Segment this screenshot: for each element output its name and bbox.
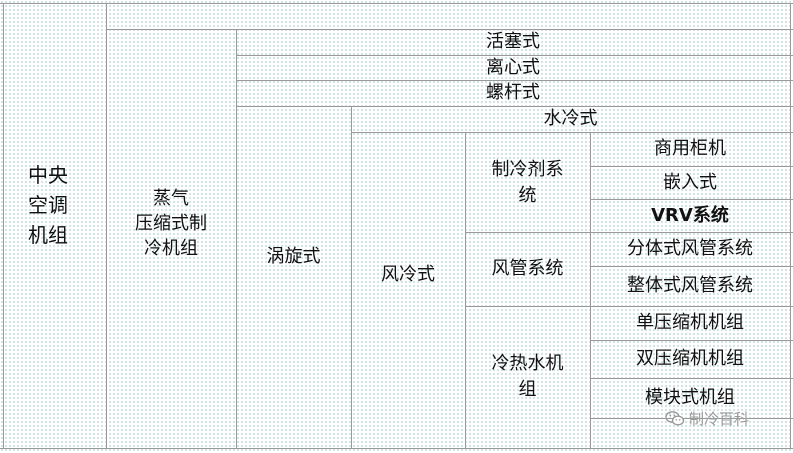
cooling-water: 水冷式 <box>543 108 598 129</box>
table-rule <box>465 306 793 307</box>
type-modular: 模块式机组 <box>645 387 735 408</box>
table-rule <box>236 55 793 56</box>
table-rule <box>590 266 793 267</box>
type-unitary-duct: 整体式风管系统 <box>627 275 753 296</box>
table-border-right <box>790 3 791 449</box>
table-border-top <box>0 3 793 4</box>
compressor-piston: 活塞式 <box>486 31 540 52</box>
table-rule <box>465 232 793 233</box>
table-rule <box>590 166 793 167</box>
table-rule <box>236 106 793 107</box>
table-rule <box>106 3 107 449</box>
root-cell: 中央 空调 机组 <box>28 163 68 247</box>
table-rule <box>590 199 793 200</box>
cooling-air: 风冷式 <box>381 264 435 285</box>
system-chilled-water: 冷热水机 组 <box>491 353 564 400</box>
type-split-duct: 分体式风管系统 <box>627 238 753 259</box>
system-refrigerant: 制冷剂系 统 <box>491 159 564 206</box>
table-rule <box>351 106 352 449</box>
wechat-icon <box>665 410 685 427</box>
category-cell: 蒸气 压缩式制 冷机组 <box>135 188 207 259</box>
table-rule <box>465 132 466 449</box>
watermark: 制冷百科 <box>665 408 749 429</box>
compressor-screw: 螺杆式 <box>486 82 540 103</box>
table-rule <box>590 340 793 341</box>
table-rule <box>590 378 793 379</box>
table-rule <box>590 132 591 449</box>
table-border-bottom <box>0 448 793 449</box>
compressor-centrifugal: 离心式 <box>486 57 540 78</box>
type-vrv: VRV系统 <box>651 205 729 226</box>
table-rule <box>106 29 793 30</box>
type-single-compressor: 单压缩机机组 <box>636 312 744 333</box>
type-dual-compressor: 双压缩机机组 <box>636 348 744 369</box>
table-border-left <box>3 3 4 449</box>
type-commercial-cabinet: 商用柜机 <box>654 138 726 159</box>
watermark-text: 制冷百科 <box>689 410 750 428</box>
table-rule <box>590 418 793 419</box>
compressor-scroll: 涡旋式 <box>266 246 321 267</box>
table-rule <box>236 80 793 81</box>
type-embedded: 嵌入式 <box>663 172 717 193</box>
system-duct: 风管系统 <box>491 258 564 279</box>
table-rule <box>236 29 237 449</box>
table-rule <box>351 132 793 133</box>
